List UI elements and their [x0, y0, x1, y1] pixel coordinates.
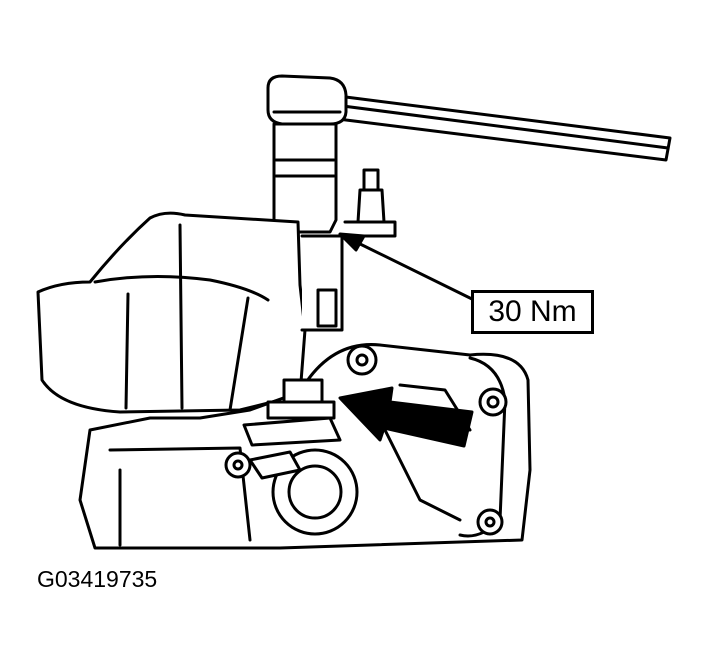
stud — [343, 168, 397, 238]
casing-boss-top-hole — [355, 353, 369, 367]
stud-top — [362, 168, 380, 192]
lower-bolt — [266, 378, 336, 420]
wrench-head — [266, 74, 348, 126]
casing-boss-lower — [476, 508, 504, 536]
casing-boss-right-hole — [486, 395, 500, 409]
casing-right-flange — [458, 356, 507, 538]
casing-bore-inner — [287, 464, 343, 520]
leader-line — [350, 238, 476, 302]
housing-facet — [178, 223, 184, 410]
casing-rib-3 — [108, 446, 252, 542]
indicator-arrow — [338, 386, 474, 448]
housing-facet-3 — [124, 292, 130, 410]
housing-contour — [93, 274, 270, 302]
stud-bracket — [343, 220, 397, 238]
figure-id: G03419735 — [37, 566, 158, 592]
lever-arm — [242, 416, 342, 447]
leader-arrowhead — [338, 232, 366, 252]
casing-rib — [378, 418, 462, 522]
lower-bolt-washer — [266, 400, 336, 420]
torque-spec-label: 30 Nm — [488, 295, 577, 328]
torque-spec-box: 30 Nm — [471, 290, 594, 334]
casing-stud-left-hole — [232, 459, 244, 471]
socket — [272, 122, 338, 234]
lever-link — [248, 450, 302, 480]
casing-boss-right — [478, 387, 508, 417]
upper-housing — [36, 211, 307, 414]
casing-boss-lower-hole — [484, 516, 496, 528]
casing-boss-top — [346, 344, 378, 376]
torque-leader — [338, 232, 476, 302]
wrench-handle-edge — [333, 103, 670, 150]
lower-bolt-head — [282, 378, 324, 404]
bolt-collar — [316, 288, 338, 328]
main-casing — [78, 343, 532, 550]
housing-facet-2 — [228, 296, 250, 412]
casing-stud-left — [224, 451, 252, 479]
stud-body — [356, 188, 386, 224]
torque-wrench — [266, 74, 672, 234]
